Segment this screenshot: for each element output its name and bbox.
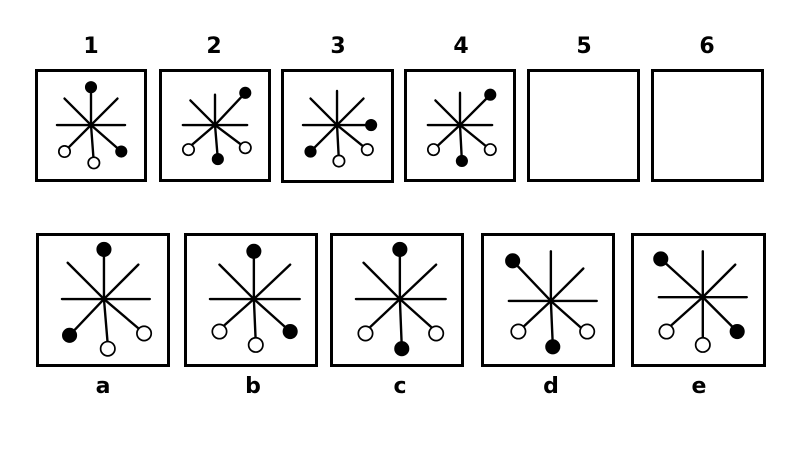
sequence-label-2: 2 bbox=[206, 34, 222, 59]
option-figure-a bbox=[60, 241, 153, 357]
option-cell-c[interactable] bbox=[330, 233, 464, 367]
sequence-label-1: 1 bbox=[83, 34, 99, 59]
sequence-figure-4 bbox=[426, 88, 497, 168]
sequence-label-4: 4 bbox=[453, 34, 469, 59]
option-cell-d[interactable] bbox=[481, 233, 615, 367]
option-cell-a[interactable] bbox=[36, 233, 170, 367]
option-cell-b[interactable] bbox=[184, 233, 318, 367]
option-label-e: e bbox=[691, 374, 707, 399]
option-label-a: a bbox=[95, 374, 111, 399]
sequence-label-3: 3 bbox=[330, 34, 346, 59]
option-figure-c bbox=[354, 241, 447, 357]
sequence-cell-5-empty bbox=[527, 69, 640, 182]
sequence-cell-2 bbox=[159, 69, 271, 182]
sequence-label-5: 5 bbox=[576, 34, 592, 59]
sequence-label-6: 6 bbox=[699, 34, 715, 59]
option-cell-e[interactable] bbox=[631, 233, 766, 367]
sequence-cell-6-empty bbox=[651, 69, 764, 182]
option-figure-e bbox=[653, 250, 748, 353]
sequence-cell-4 bbox=[404, 69, 516, 182]
sequence-figure-2 bbox=[181, 86, 252, 166]
option-label-b: b bbox=[245, 374, 261, 399]
sequence-figure-3 bbox=[301, 89, 378, 168]
option-label-c: c bbox=[393, 374, 407, 399]
option-label-d: d bbox=[543, 374, 559, 399]
sequence-cell-3 bbox=[281, 69, 394, 183]
sequence-figure-1 bbox=[55, 81, 128, 170]
option-figure-d bbox=[505, 250, 598, 355]
option-figure-b bbox=[208, 243, 301, 353]
sequence-cell-1 bbox=[35, 69, 147, 182]
